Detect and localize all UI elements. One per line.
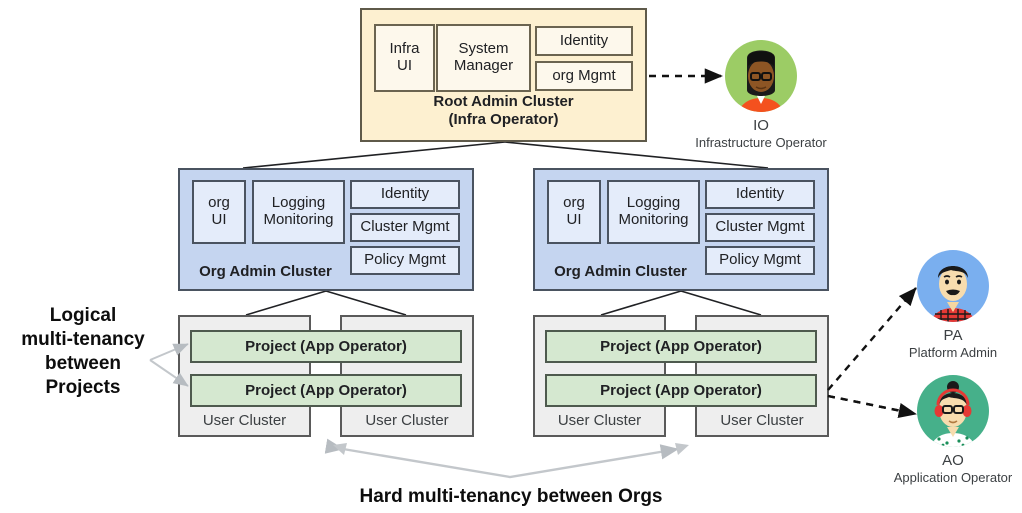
persona-description: Platform Admin (908, 345, 998, 360)
avatar (917, 375, 989, 447)
persona-infrastructure-operator[interactable]: IO Infrastructure Operator (686, 40, 836, 150)
org-right-tile-org-ui[interactable]: org UI (547, 180, 601, 244)
persona-abbr: IO (753, 117, 769, 134)
project-right-1[interactable]: Project (App Operator) (545, 330, 817, 363)
tile-label: Policy Mgmt (364, 251, 446, 269)
tile-label: Logging Monitoring (263, 194, 334, 228)
org-right-tile-logging-monitoring[interactable]: Logging Monitoring (607, 180, 700, 244)
tile-label: System Manager (453, 40, 514, 74)
user-cluster-left-2-label: User Cluster (365, 412, 449, 429)
root-tile-org-mgmt[interactable]: org Mgmt (535, 61, 633, 91)
org-left-tile-logging-monitoring[interactable]: Logging Monitoring (252, 180, 345, 244)
root-tile-identity[interactable]: Identity (535, 26, 633, 56)
person-mustache-plaid-shirt-icon (931, 266, 975, 322)
tile-label: Cluster Mgmt (360, 218, 450, 236)
person-glasses-dark-hair-icon (739, 50, 783, 112)
logical-tenancy-caption: Logical multi-tenancy between Projects (18, 304, 148, 400)
avatar (917, 250, 989, 322)
project-label: Project (App Operator) (600, 338, 762, 355)
tile-label: Infra UI (389, 40, 420, 74)
tile-label: org Mgmt (552, 66, 616, 84)
project-label: Project (App Operator) (600, 382, 762, 399)
org-admin-cluster-right-title: Org Admin Cluster (554, 263, 687, 280)
persona-abbr: PA (943, 327, 963, 344)
tile-label: Cluster Mgmt (715, 218, 805, 236)
tile-label: Identity (380, 185, 430, 203)
avatar (725, 40, 797, 112)
persona-description: Application Operator (893, 470, 1013, 485)
persona-abbr: AO (942, 452, 964, 469)
project-label: Project (App Operator) (245, 382, 407, 399)
org-right-tile-policy-mgmt[interactable]: Policy Mgmt (705, 246, 815, 275)
user-cluster-right-2-label: User Cluster (720, 412, 804, 429)
tile-label: Identity (735, 185, 785, 203)
caption-line-4: Projects (45, 376, 121, 398)
user-cluster-right-1-label: User Cluster (557, 412, 642, 429)
tile-label: Policy Mgmt (719, 251, 801, 269)
hard-tenancy-caption: Hard multi-tenancy between Orgs (359, 486, 663, 507)
caption-line-1: Logical (49, 305, 117, 326)
root-title-line1: Root Admin Cluster (433, 93, 574, 110)
root-tile-system-manager[interactable]: System Manager (436, 24, 531, 92)
root-admin-cluster-title: Root Admin Cluster (Infra Operator) (360, 93, 647, 130)
caption-line-2: multi-tenancy (21, 328, 145, 350)
org-left-tile-cluster-mgmt[interactable]: Cluster Mgmt (350, 213, 460, 242)
user-cluster-left-1-label: User Cluster (202, 412, 287, 429)
persona-platform-admin[interactable]: PA Platform Admin (878, 250, 1022, 360)
org-right-tile-cluster-mgmt[interactable]: Cluster Mgmt (705, 213, 815, 242)
project-left-1[interactable]: Project (App Operator) (190, 330, 462, 363)
root-tile-infra-ui[interactable]: Infra UI (374, 24, 435, 92)
caption-line-3: between (44, 352, 122, 374)
project-left-2[interactable]: Project (App Operator) (190, 374, 462, 407)
root-title-line2: (Infra Operator) (448, 111, 559, 129)
tile-label: org UI (208, 194, 230, 228)
person-glasses-bun-headphones-icon (931, 381, 975, 447)
persona-description: Infrastructure Operator (695, 135, 827, 150)
tile-label: Logging Monitoring (618, 194, 689, 228)
persona-application-operator[interactable]: AO Application Operator (878, 375, 1022, 485)
project-label: Project (App Operator) (245, 338, 407, 355)
tile-label: org UI (563, 194, 585, 228)
org-admin-cluster-left-title: Org Admin Cluster (199, 263, 332, 280)
org-right-tile-identity[interactable]: Identity (705, 180, 815, 209)
project-right-2[interactable]: Project (App Operator) (545, 374, 817, 407)
tile-label: Identity (559, 31, 609, 49)
org-left-tile-identity[interactable]: Identity (350, 180, 460, 209)
org-left-tile-org-ui[interactable]: org UI (192, 180, 246, 244)
org-left-tile-policy-mgmt[interactable]: Policy Mgmt (350, 246, 460, 275)
